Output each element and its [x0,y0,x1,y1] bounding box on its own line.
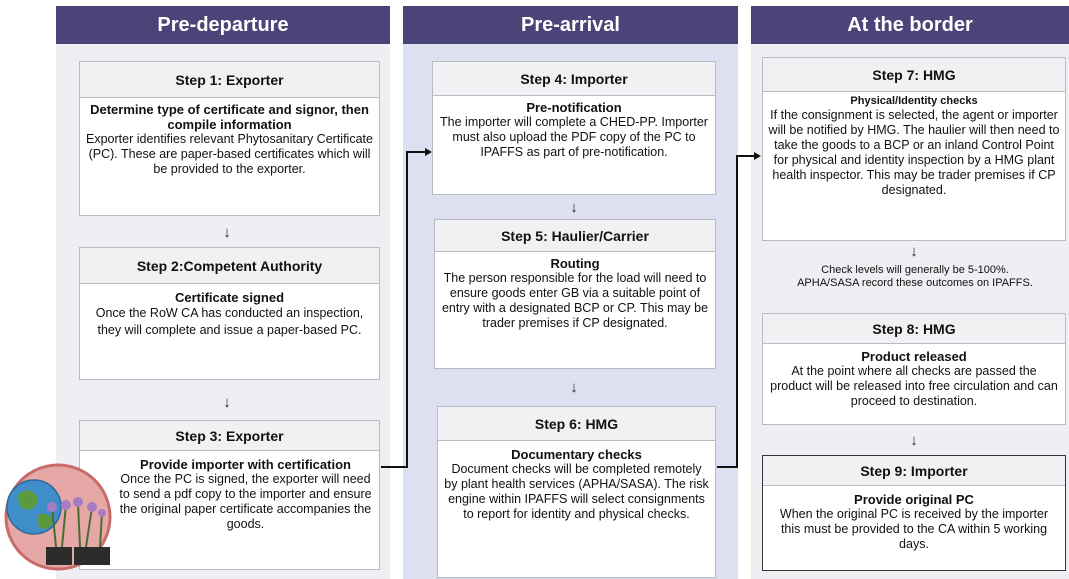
step-6-title: Step 6: HMG [438,407,715,441]
step-9-subtitle: Provide original PC [854,492,974,507]
step-4-subtitle: Pre-notification [526,100,622,115]
arrow-down-icon: ↓ [570,379,578,396]
step-4-body: The importer will complete a CHED-PP. Im… [440,115,708,159]
header-pre-departure: Pre-departure [56,6,390,44]
step-2-subtitle: Certificate signed [174,290,285,305]
step-3-box: Step 3: Exporter Provide importer with c… [79,420,380,570]
step-6-box: Step 6: HMG Documentary checks Document … [437,406,716,578]
step-7-body: If the consignment is selected, the agen… [768,108,1060,197]
step-3-title: Step 3: Exporter [80,421,379,451]
globe-with-plants-icon [4,463,112,571]
step-9-box: Step 9: Importer Provide original PC Whe… [762,455,1066,571]
step-7-subtitle: Physical/Identity checks [850,95,978,107]
step-1-subtitle: Determine type of certificate and signor… [90,102,369,132]
arrow-down-icon: ↓ [223,394,231,411]
step-5-subtitle: Routing [550,256,600,271]
step-2-body: Once the RoW CA has conducted an inspect… [95,306,364,337]
step-9-title: Step 9: Importer [763,456,1065,486]
step-1-box: Step 1: Exporter Determine type of certi… [79,61,380,216]
step-3-subtitle: Provide importer with certification [140,457,351,472]
step-6-body: Document checks will be completed remote… [444,462,709,521]
step-7-box: Step 7: HMG Physical/Identity checks If … [762,57,1066,241]
step-5-body: The person responsible for the load will… [441,271,709,330]
step-8-box: Step 8: HMG Product released At the poin… [762,313,1066,425]
step-8-subtitle: Product released [861,349,967,364]
step-3-body: Once the PC is signed, the exporter will… [119,472,372,531]
step-5-box: Step 5: Haulier/Carrier Routing The pers… [434,219,716,369]
check-levels-note: Check levels will generally be 5-100%. A… [797,264,1033,289]
step-1-title: Step 1: Exporter [80,62,379,98]
header-pre-arrival: Pre-arrival [403,6,738,44]
step-2-box: Step 2:Competent Authority Certificate s… [79,247,380,380]
arrow-down-icon: ↓ [910,243,918,260]
step-9-body: When the original PC is received by the … [779,507,1049,551]
arrow-down-icon: ↓ [910,432,918,449]
step-8-body: At the point where all checks are passed… [770,364,1058,408]
arrow-down-icon: ↓ [223,224,231,241]
step-4-box: Step 4: Importer Pre-notification The im… [432,61,716,195]
step-4-title: Step 4: Importer [433,62,715,96]
step-5-title: Step 5: Haulier/Carrier [435,220,715,252]
step-7-title: Step 7: HMG [763,58,1065,92]
step-6-subtitle: Documentary checks [511,447,642,462]
step-2-title: Step 2:Competent Authority [80,248,379,284]
arrow-down-icon: ↓ [570,199,578,216]
step-8-title: Step 8: HMG [763,314,1065,344]
header-at-the-border: At the border [751,6,1069,44]
step-1-body: Exporter identifies relevant Phytosanita… [86,132,373,176]
